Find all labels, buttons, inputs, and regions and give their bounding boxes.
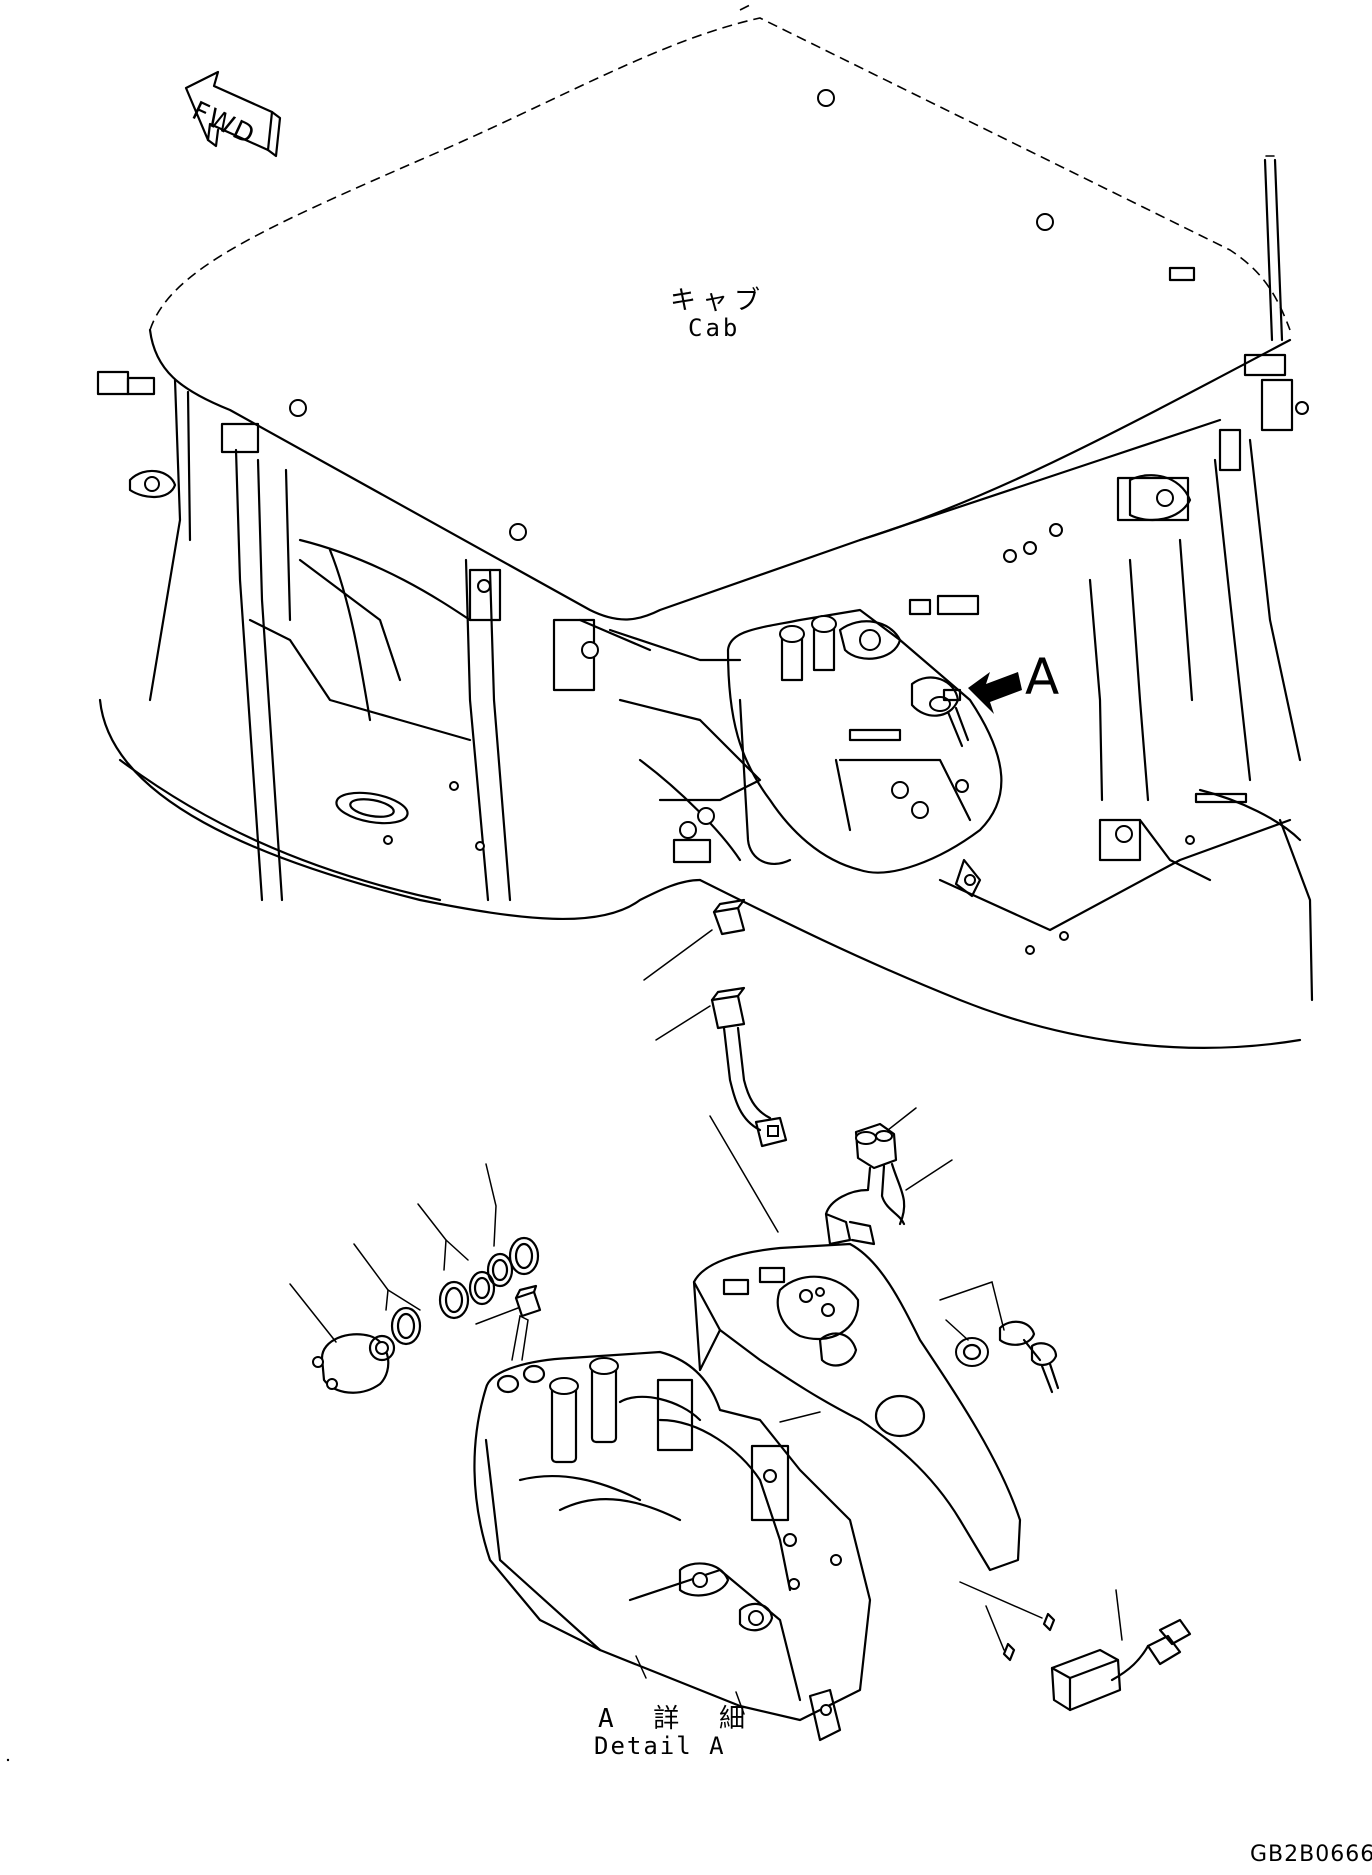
- drawing-code: GB2B0666: [1250, 1842, 1372, 1867]
- part-switch: [824, 1107, 953, 1246]
- part-rings: [353, 1163, 540, 1346]
- part-key: [939, 1281, 1060, 1394]
- cab-roof: [148, 3, 1292, 621]
- detail-label-jp: A 詳 細: [598, 1704, 757, 1734]
- part-key-switch: [289, 1283, 396, 1394]
- detail-label-en: Detail A: [594, 1732, 726, 1760]
- view-arrow-icon: [968, 672, 1022, 714]
- part-plug: [475, 1284, 542, 1361]
- console-base: [692, 1115, 1022, 1572]
- part-cap: [643, 898, 746, 981]
- part-harness: [655, 986, 788, 1148]
- cab-label-jp: キャブ: [670, 286, 767, 316]
- detail-console: [473, 1350, 872, 1742]
- console-key: [929, 688, 970, 748]
- fwd-arrow-icon: [184, 70, 282, 158]
- cab-console: [726, 608, 1003, 898]
- part-relay: [959, 1581, 1192, 1712]
- cab-label-en: Cab: [688, 314, 741, 342]
- antenna: [1263, 155, 1284, 342]
- view-arrow-label: A: [1025, 648, 1060, 706]
- cab-floor: [98, 538, 1314, 1049]
- cab-frame: [96, 370, 1309, 902]
